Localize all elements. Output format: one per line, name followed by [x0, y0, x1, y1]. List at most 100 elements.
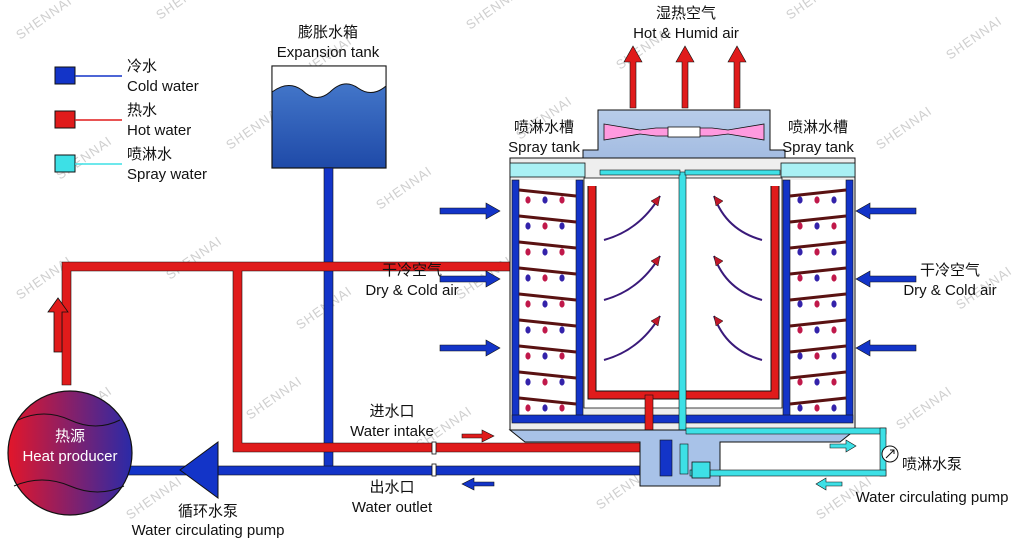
water-droplets — [525, 196, 837, 412]
water-droplet — [831, 326, 837, 334]
coil-tube — [518, 344, 577, 354]
water-droplet — [814, 300, 820, 308]
water-droplet — [831, 248, 837, 256]
dry-cold-air-left-zh: 干冷空气 — [382, 262, 442, 279]
watermark-text: SHENNAI — [243, 373, 305, 422]
spray-pump-zh: 喷淋水泵 — [902, 456, 962, 473]
water-droplet — [525, 274, 531, 282]
dry-cold-air-right-en: Dry & Cold air — [903, 282, 996, 299]
watermark-text: SHENNAI — [123, 473, 185, 522]
water-outlet-en: Water outlet — [352, 499, 433, 516]
water-droplet — [542, 300, 548, 308]
water-droplet — [831, 404, 837, 412]
coil-tube — [789, 318, 847, 328]
legend: 冷水 Cold water 热水 Hot water 喷淋水 Spray wat… — [54, 58, 207, 183]
coil-tubes — [518, 188, 847, 406]
spray-tank-right-zh: 喷淋水槽 — [788, 119, 848, 136]
coil-tube — [518, 266, 577, 276]
water-droplet — [797, 352, 803, 360]
water-droplet — [525, 248, 531, 256]
water-droplet — [831, 378, 837, 386]
water-droplet — [542, 352, 548, 360]
water-outlet-zh: 出水口 — [369, 479, 414, 496]
coil-tube — [518, 318, 577, 328]
air-flow-arrowhead — [650, 255, 661, 267]
legend-spray-en: Spray water — [127, 166, 207, 183]
coil-tube — [789, 266, 847, 276]
dry-cold-air-right-zh: 干冷空气 — [920, 262, 980, 279]
water-droplet — [542, 274, 548, 282]
watermark-text: SHENNAI — [153, 0, 215, 22]
watermark-text: SHENNAI — [163, 233, 225, 282]
circulating-pump-left-zh: 循环水泵 — [178, 503, 238, 520]
water-droplet — [814, 352, 820, 360]
water-droplet — [814, 248, 820, 256]
water-droplet — [814, 326, 820, 334]
dry-cold-air-left-en: Dry & Cold air — [365, 282, 458, 299]
water-droplet — [797, 300, 803, 308]
watermark-text: SHENNAI — [873, 103, 935, 152]
cooling-tower: 湿热空气 Hot & Humid air 喷淋水槽 Spray tank 喷淋水… — [508, 5, 857, 487]
water-droplet — [542, 222, 548, 230]
water-droplet — [542, 404, 548, 412]
water-droplet — [814, 378, 820, 386]
water-droplet — [559, 404, 565, 412]
circulating-pump-left-en: Water circulating pump — [132, 522, 285, 539]
water-droplet — [542, 248, 548, 256]
water-droplet — [814, 196, 820, 204]
water-droplet — [559, 300, 565, 308]
legend-cold-zh: 冷水 — [127, 58, 157, 75]
spray-tank-left-en: Spray tank — [508, 139, 580, 156]
water-droplet — [797, 404, 803, 412]
water-droplet — [831, 352, 837, 360]
water-droplet — [559, 248, 565, 256]
watermark-text: SHENNAI — [463, 0, 525, 32]
watermark-text: SHENNAI — [943, 13, 1005, 62]
water-droplet — [831, 274, 837, 282]
water-droplet — [559, 326, 565, 334]
water-droplet — [542, 326, 548, 334]
watermark-text: SHENNAI — [373, 163, 435, 212]
watermark-text: SHENNAI — [893, 383, 955, 432]
water-droplet — [814, 404, 820, 412]
air-flow-arrowhead — [713, 315, 724, 327]
legend-hot-swatch — [54, 110, 76, 129]
coil-tube — [518, 370, 577, 380]
water-droplet — [797, 326, 803, 334]
water-droplet — [797, 378, 803, 386]
water-intake-en: Water intake — [350, 423, 434, 440]
watermark-text: SHENNAI — [783, 0, 845, 22]
water-droplet — [797, 222, 803, 230]
water-droplet — [525, 326, 531, 334]
spray-tank-right-en: Spray tank — [782, 139, 854, 156]
heat-producer-en: Heat producer — [22, 448, 117, 465]
legend-spray-swatch — [54, 154, 76, 173]
water-droplet — [831, 196, 837, 204]
spray-tank-left — [509, 162, 586, 178]
cold-air-arrows-right — [855, 202, 917, 357]
watermark-text: SHENNAI — [13, 0, 75, 42]
hot-humid-air-en: Hot & Humid air — [633, 25, 739, 42]
water-droplet — [525, 404, 531, 412]
spray-pump-en: Water circulating pump — [856, 489, 1009, 506]
water-droplet — [814, 274, 820, 282]
coil-tube — [789, 214, 847, 224]
water-droplet — [797, 196, 803, 204]
heat-producer: 热源 Heat producer — [7, 390, 133, 516]
water-droplet — [559, 274, 565, 282]
hot-humid-air-zh: 湿热空气 — [656, 5, 716, 22]
expansion-tank: 膨胀水箱 Expansion tank — [271, 24, 387, 474]
expansion-tank-en: Expansion tank — [277, 44, 380, 61]
water-droplet — [814, 222, 820, 230]
coil-tube — [789, 370, 847, 380]
coil-tube — [518, 292, 577, 302]
coil-tube — [518, 396, 577, 406]
water-droplet — [525, 196, 531, 204]
water-droplet — [797, 274, 803, 282]
coil-tube — [789, 240, 847, 250]
water-droplet — [525, 300, 531, 308]
hot-air-arrows — [623, 45, 747, 109]
water-droplet — [542, 378, 548, 386]
internal-air-flow — [603, 195, 763, 361]
